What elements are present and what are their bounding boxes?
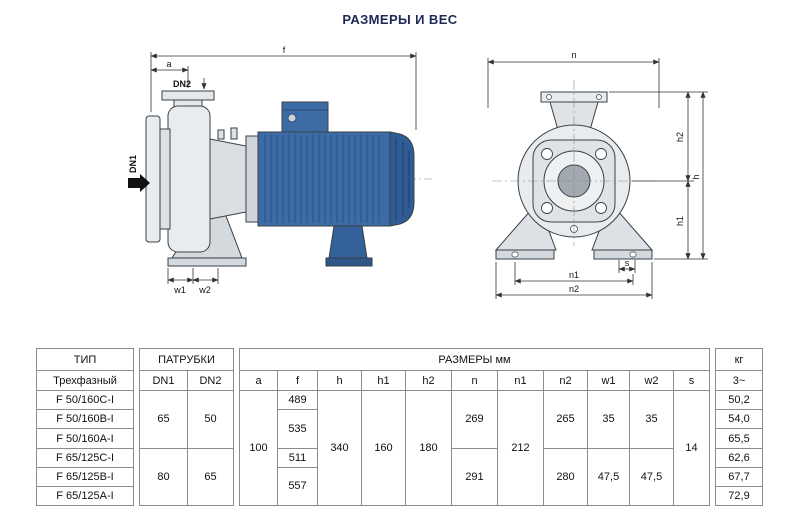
model-name: F 65/125B-I — [36, 466, 134, 487]
model-name: F 50/160B-I — [36, 409, 134, 430]
subheader-n: n — [451, 370, 498, 392]
bolt-hole — [541, 202, 553, 214]
subheader-n2: n2 — [543, 370, 588, 392]
label-s: s — [625, 258, 630, 268]
cell-h2: 180 — [405, 390, 452, 506]
cell-dn2-group2: 65 — [187, 447, 234, 507]
weight-value: 50,2 — [715, 390, 763, 411]
weight-value: 54,0 — [715, 409, 763, 430]
subheader-h: h — [317, 370, 362, 392]
weight-value: 65,5 — [715, 428, 763, 449]
label-n2: n2 — [569, 284, 579, 294]
subheader-dn1: DN1 — [139, 370, 188, 392]
cell-s: 14 — [673, 390, 710, 506]
dimension-n2: n2 — [495, 262, 653, 299]
cell-w2-group1: 35 — [629, 390, 674, 449]
col-header-dimensions: РАЗМЕРЫ мм — [239, 347, 710, 372]
dimension-w1-w2: w1 w2 — [167, 268, 219, 295]
col-header-connections: ПАТРУБКИ — [139, 347, 234, 372]
cell-w2-group2: 47,5 — [629, 447, 674, 507]
motor — [257, 101, 415, 267]
cell-h: 340 — [317, 390, 362, 506]
pump-casing — [145, 105, 259, 267]
label-a: a — [166, 59, 171, 69]
dimension-s: s — [618, 258, 636, 273]
motor-body — [257, 131, 391, 227]
label-h2: h2 — [675, 132, 685, 142]
pump-front-view-drawing: n — [487, 50, 708, 299]
subheader-dn2: DN2 — [187, 370, 234, 392]
cell-f-535: 535 — [277, 409, 318, 449]
label-h: h — [691, 174, 701, 179]
subheader-phase: Трехфазный — [36, 370, 134, 392]
cell-n2-group2: 280 — [543, 447, 588, 507]
left-foot — [495, 249, 555, 260]
weight-block: кг 3~ 50,2 54,0 65,5 62,6 67,7 72,9 — [715, 347, 763, 507]
cell-a: 100 — [239, 390, 278, 506]
subheader-n1: n1 — [497, 370, 544, 392]
technical-drawings: f a DN2 — [0, 40, 800, 340]
fan-cover — [389, 131, 415, 227]
dimension-n1: n1 — [514, 262, 634, 285]
bolt-hole — [595, 148, 607, 160]
motor-fins — [264, 135, 380, 223]
subheader-w2: w2 — [629, 370, 674, 392]
weight-value: 67,7 — [715, 466, 763, 487]
cell-n1: 212 — [497, 390, 544, 506]
pump-foot — [167, 257, 247, 267]
subheader-w1: w1 — [587, 370, 630, 392]
cell-w1-group1: 35 — [587, 390, 630, 449]
label-w1: w1 — [173, 285, 186, 295]
bolt-hole — [541, 148, 553, 160]
model-name: F 65/125C-I — [36, 447, 134, 468]
cell-dn1-group2: 80 — [139, 447, 188, 507]
cell-dn1-group1: 65 — [139, 390, 188, 449]
weight-value: 72,9 — [715, 485, 763, 507]
weight-value: 62,6 — [715, 447, 763, 468]
subheader-h1: h1 — [361, 370, 406, 392]
label-n1: n1 — [569, 270, 579, 280]
dimension-a: a — [150, 59, 189, 88]
model-name: F 65/125A-I — [36, 485, 134, 507]
flow-arrow-icon — [128, 174, 150, 192]
motor-foot — [328, 225, 368, 259]
cell-n2-group1: 265 — [543, 390, 588, 449]
cell-n-group2: 291 — [451, 447, 498, 507]
subheader-s: s — [673, 370, 710, 392]
subheader-h2: h2 — [405, 370, 452, 392]
cable-gland-icon — [287, 113, 297, 123]
page-title: РАЗМЕРЫ И ВЕС — [342, 12, 458, 27]
dimensions-block: РАЗМЕРЫ мм a f h h1 h2 n n1 n2 w1 w2 s 1… — [239, 347, 710, 507]
cell-f-511: 511 — [277, 447, 318, 468]
subheader-a: a — [239, 370, 278, 392]
label-dn1: DN1 — [128, 155, 138, 173]
dimensions-weight-table: ТИП Трехфазный F 50/160C-I F 50/160B-I F… — [36, 347, 763, 507]
bolt-hole — [595, 202, 607, 214]
cell-w1-group2: 47,5 — [587, 447, 630, 507]
col-header-type: ТИП — [36, 347, 134, 372]
dimension-heights: h2 h1 h — [609, 91, 708, 260]
label-n: n — [571, 50, 576, 60]
cell-f-557: 557 — [277, 466, 318, 507]
label-f: f — [283, 45, 286, 55]
label-h1: h1 — [675, 216, 685, 226]
cell-h1: 160 — [361, 390, 406, 506]
subheader-threephase: 3~ — [715, 370, 763, 392]
dimension-n: n — [487, 50, 660, 108]
label-w2: w2 — [198, 285, 211, 295]
cell-f-489: 489 — [277, 390, 318, 411]
right-foot — [593, 249, 653, 260]
subheader-f: f — [277, 370, 318, 392]
model-name: F 50/160A-I — [36, 428, 134, 449]
col-header-weight: кг — [715, 347, 763, 372]
type-block: ТИП Трехфазный F 50/160C-I F 50/160B-I F… — [36, 347, 134, 507]
terminal-box — [281, 101, 329, 133]
cell-dn2-group1: 50 — [187, 390, 234, 449]
model-name: F 50/160C-I — [36, 390, 134, 411]
pump-side-view-drawing: f a DN2 — [128, 45, 432, 295]
cell-n-group1: 269 — [451, 390, 498, 449]
label-dn2: DN2 — [173, 79, 191, 89]
connections-block: ПАТРУБКИ DN1 DN2 65 50 80 65 — [139, 347, 234, 507]
dimension-f: f — [150, 45, 417, 130]
